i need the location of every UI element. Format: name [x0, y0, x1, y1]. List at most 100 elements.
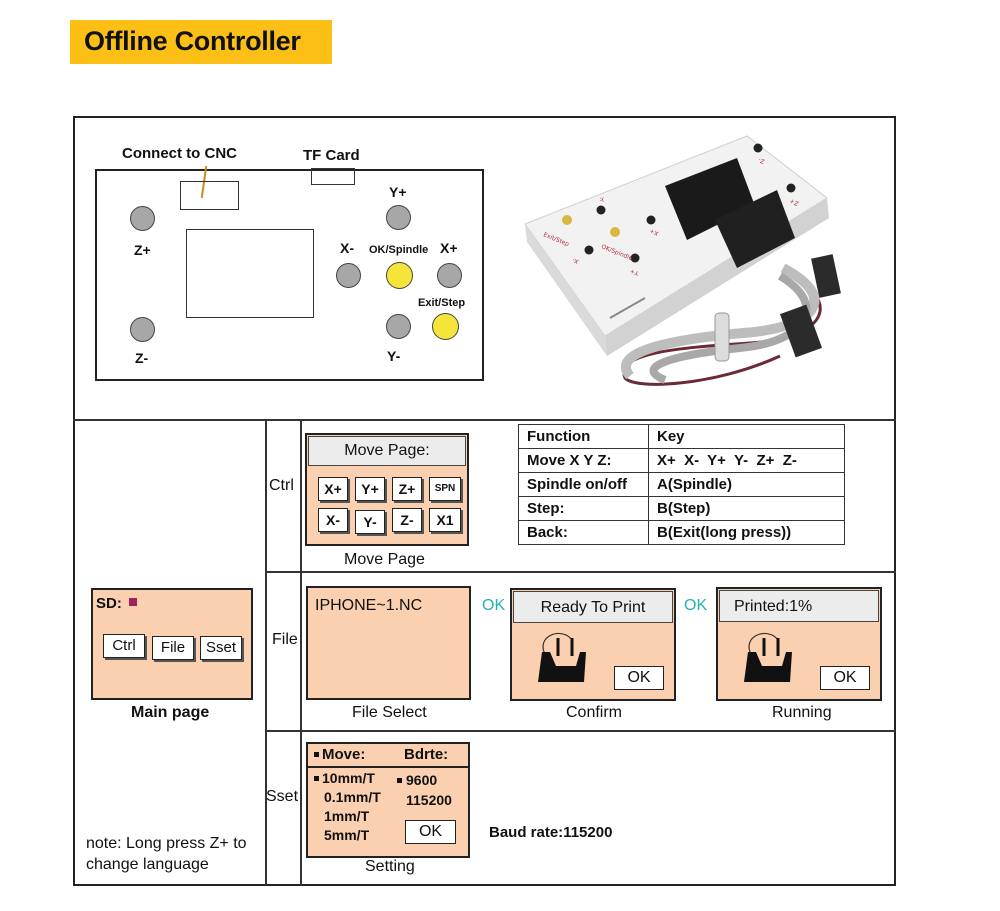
table-cell: Back: — [518, 520, 649, 545]
table-cell: Spindle on/off — [518, 472, 649, 497]
section-divider — [73, 419, 896, 421]
photo-y-minus-text: Y- — [598, 194, 606, 203]
ctrl-menu-button[interactable]: Ctrl — [103, 634, 145, 658]
file-select-caption: File Select — [352, 704, 427, 721]
ok-spindle-button — [386, 262, 413, 289]
photo-x-minus-text: X- — [572, 256, 580, 265]
table-header-function: Function — [518, 424, 649, 449]
controller-photo: Exit/Step OK/Spindle X- X+ Y- Y+ Z- Z+ — [524, 135, 841, 386]
table-cell: Move X Y Z: — [518, 448, 649, 473]
running-ok-button[interactable]: OK — [820, 666, 870, 690]
table-header-row: Function Key — [518, 424, 845, 449]
note-line-2: change language — [86, 856, 209, 873]
x-minus-label: X- — [340, 240, 354, 256]
key-z-minus[interactable]: Z- — [392, 508, 422, 532]
running-caption: Running — [772, 704, 832, 721]
key-y-plus[interactable]: Y+ — [355, 477, 385, 501]
connect-cnc-label: Connect to CNC — [122, 145, 237, 162]
exit-step-label: Exit/Step — [418, 297, 466, 309]
move-option[interactable]: 5mm/T — [324, 827, 370, 843]
table-cell: B(Exit(long press)) — [648, 520, 845, 545]
file-select-screen — [306, 586, 471, 700]
y-plus-label: Y+ — [389, 184, 407, 200]
lcd-screen — [186, 229, 314, 318]
setting-caption: Setting — [365, 858, 415, 875]
exit-step-button — [432, 313, 459, 340]
move-option[interactable]: 10mm/T — [322, 770, 375, 786]
confirm-header: Ready To Print — [513, 591, 673, 623]
file-menu-button[interactable]: File — [152, 636, 194, 660]
photo-y-plus-text: Y+ — [629, 267, 641, 277]
photo-z-minus-text: Z- — [757, 156, 765, 165]
z-minus-label: Z- — [135, 350, 149, 366]
photo-z-plus-text: Z+ — [789, 197, 800, 207]
key-x1[interactable]: X1 — [429, 508, 461, 532]
move-label: Move: — [322, 746, 366, 763]
z-plus-label: Z+ — [134, 242, 151, 258]
table-cell: X+ X- Y+ Y- Z+ Z- — [648, 448, 845, 473]
key-spn[interactable]: SPN — [429, 477, 461, 501]
z-minus-button — [130, 317, 155, 342]
y-plus-button — [386, 205, 411, 230]
table-cell: A(Spindle) — [648, 472, 845, 497]
baud-rate-note: Baud rate:115200 — [489, 824, 613, 841]
confirm-ok-button[interactable]: OK — [614, 666, 664, 690]
title-bar — [70, 20, 332, 64]
main-page-caption: Main page — [131, 704, 210, 721]
key-x-minus[interactable]: X- — [318, 508, 348, 532]
table-cell: Step: — [518, 496, 649, 521]
y-minus-label: Y- — [387, 348, 401, 364]
confirm-caption: Confirm — [566, 704, 623, 721]
bdrte-label: Bdrte: — [404, 746, 449, 763]
row-divider-ctrl-file — [265, 571, 896, 573]
selected-baud-bullet — [397, 778, 402, 783]
key-y-minus[interactable]: Y- — [355, 510, 385, 534]
main-column-divider — [265, 419, 267, 886]
move-page-caption: Move Page — [344, 551, 425, 568]
x-minus-button — [336, 263, 361, 288]
sset-menu-button[interactable]: Sset — [200, 636, 242, 660]
move-bullet — [314, 752, 319, 757]
tf-card-label: TF Card — [303, 147, 360, 164]
ok-spindle-label: OK/Spindle — [369, 244, 429, 256]
move-option[interactable]: 1mm/T — [324, 808, 370, 824]
table-row: Move X Y Z: X+ X- Y+ Y- Z+ Z- — [518, 448, 845, 473]
table-row: Step: B(Step) — [518, 496, 845, 521]
ok-arrow-2: OK — [684, 597, 708, 614]
device-diagram — [95, 169, 484, 381]
key-z-plus[interactable]: Z+ — [392, 477, 422, 501]
rowlabel-divider — [300, 419, 302, 886]
note-line-1: note: Long press Z+ to — [86, 835, 247, 852]
printer-icon — [538, 632, 586, 682]
baud-option[interactable]: 9600 — [406, 772, 438, 788]
divider — [306, 766, 470, 768]
row-label-ctrl: Ctrl — [269, 477, 294, 494]
table-row: Spindle on/off A(Spindle) — [518, 472, 845, 497]
sd-label: SD: — [96, 595, 122, 612]
x-plus-button — [437, 263, 462, 288]
z-plus-button — [130, 206, 155, 231]
x-plus-label: X+ — [440, 240, 458, 256]
page-title: Offline Controller — [84, 26, 301, 56]
function-table: Function Key Move X Y Z: X+ X- Y+ Y- Z+ … — [518, 424, 845, 545]
move-page-header: Move Page: — [308, 436, 466, 466]
row-label-sset: Sset — [266, 788, 299, 805]
file-name[interactable]: IPHONE~1.NC — [315, 597, 423, 614]
ok-arrow-1: OK — [482, 597, 506, 614]
key-x-plus[interactable]: X+ — [318, 477, 348, 501]
running-header: Printed:1% — [719, 590, 879, 622]
outer-frame — [73, 116, 896, 886]
cnc-connector — [180, 181, 239, 210]
table-row: Back: B(Exit(long press)) — [518, 520, 845, 545]
baud-option[interactable]: 115200 — [406, 792, 452, 808]
setting-ok-button[interactable]: OK — [405, 820, 456, 844]
row-divider-file-sset — [265, 730, 896, 732]
tf-card-slot — [311, 168, 355, 185]
photo-x-plus-text: X+ — [649, 227, 660, 237]
row-label-file: File — [272, 631, 298, 648]
selected-move-bullet — [314, 776, 319, 781]
move-option[interactable]: 0.1mm/T — [324, 789, 381, 805]
table-header-key: Key — [648, 424, 845, 449]
y-minus-button — [386, 314, 411, 339]
printer-icon — [744, 632, 792, 682]
